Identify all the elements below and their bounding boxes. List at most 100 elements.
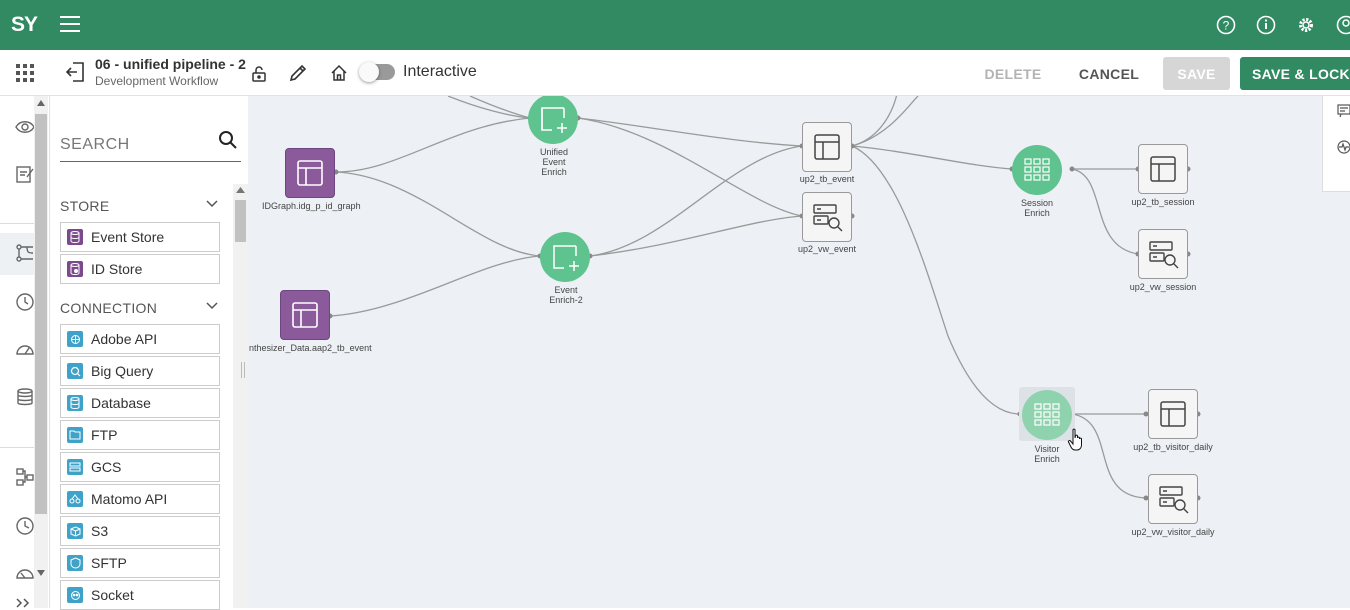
rail-scrollbar[interactable] xyxy=(34,96,48,608)
table-icon xyxy=(281,291,329,339)
idgraph-node[interactable] xyxy=(285,148,335,198)
item-label: Adobe API xyxy=(91,331,157,347)
scroll-down-arrow-icon[interactable] xyxy=(37,570,45,576)
hierarchy-icon[interactable] xyxy=(15,467,35,487)
connection-item-adobe-api[interactable]: Adobe API xyxy=(60,324,220,354)
item-label: FTP xyxy=(91,427,117,443)
expand-icon[interactable] xyxy=(16,598,32,608)
comments-icon[interactable] xyxy=(1337,104,1350,118)
up2-tb-session-node[interactable] xyxy=(1138,144,1188,194)
unlock-icon[interactable] xyxy=(251,65,267,82)
item-label: S3 xyxy=(91,523,108,539)
socket-icon xyxy=(67,587,83,603)
gcs-icon xyxy=(67,459,83,475)
up2-vw-event-node[interactable] xyxy=(802,192,852,242)
cancel-button[interactable]: CANCEL xyxy=(1071,57,1147,90)
history-icon[interactable] xyxy=(15,292,35,312)
right-side-panel-tab xyxy=(1322,96,1350,192)
label-line: Event xyxy=(546,285,586,295)
workflow-subtitle: Development Workflow xyxy=(95,74,218,88)
connection-item-database[interactable]: Database xyxy=(60,388,220,418)
visitor-enrich-node[interactable] xyxy=(1022,390,1072,440)
session-enrich-node[interactable] xyxy=(1012,145,1062,195)
ftp-icon xyxy=(67,427,83,443)
connection-section-title: CONNECTION xyxy=(60,300,157,316)
dashboard-icon[interactable] xyxy=(15,340,35,360)
item-label: Database xyxy=(91,395,151,411)
monitor-icon[interactable] xyxy=(15,564,35,584)
layers-icon[interactable] xyxy=(15,387,35,407)
app-logo[interactable]: SY xyxy=(11,13,37,37)
connection-item-matomo-api[interactable]: Matomo API xyxy=(60,484,220,514)
scroll-up-arrow-icon[interactable] xyxy=(236,187,245,193)
database-id-icon xyxy=(67,261,83,277)
up2-vw-session-node[interactable] xyxy=(1138,229,1188,279)
workflow-canvas[interactable]: IDGraph.idg_p_id_graph nthesizer_Data.aa… xyxy=(248,96,1350,608)
up2-tb-visitor-daily-node[interactable] xyxy=(1148,389,1198,439)
synthesizer-node[interactable] xyxy=(280,290,330,340)
connection-item-s3[interactable]: S3 xyxy=(60,516,220,546)
search-input[interactable] xyxy=(60,134,210,156)
settings-icon[interactable] xyxy=(1296,15,1316,35)
activity-icon[interactable] xyxy=(1337,140,1350,154)
store-item-event-store[interactable]: Event Store xyxy=(60,222,220,252)
up2-vw-visitor-daily-node[interactable] xyxy=(1148,474,1198,524)
view-search-icon xyxy=(1139,230,1187,278)
connection-item-gcs[interactable]: GCS xyxy=(60,452,220,482)
workflow-title: 06 - unified pipeline - 2 xyxy=(95,56,246,72)
help-icon[interactable]: ? xyxy=(1216,15,1236,35)
database-icon xyxy=(67,395,83,411)
item-label: SFTP xyxy=(91,555,127,571)
label-line: Unified xyxy=(534,147,574,157)
chevron-down-icon[interactable] xyxy=(206,200,218,208)
panel-resize-handle[interactable] xyxy=(241,362,245,378)
workflow-toolbar: 06 - unified pipeline - 2 Development Wo… xyxy=(0,50,1350,96)
connection-item-socket[interactable]: Socket xyxy=(60,580,220,610)
save-and-lock-button[interactable]: SAVE & LOCK xyxy=(1240,57,1350,90)
rail-divider xyxy=(0,447,34,448)
scroll-up-arrow-icon[interactable] xyxy=(37,100,45,106)
connection-section-header[interactable]: CONNECTION xyxy=(60,300,220,320)
store-section-header[interactable]: STORE xyxy=(60,198,220,218)
table-icon xyxy=(803,123,851,171)
connection-item-sftp[interactable]: SFTP xyxy=(60,548,220,578)
sftp-icon xyxy=(67,555,83,571)
label-line: Event xyxy=(534,157,574,167)
connection-item-big-query[interactable]: Big Query xyxy=(60,356,220,386)
up2-tb-event-label: up2_tb_event xyxy=(797,174,857,184)
view-icon[interactable] xyxy=(15,117,35,137)
connection-item-ftp[interactable]: FTP xyxy=(60,420,220,450)
interactive-label: Interactive xyxy=(403,63,477,81)
up2-vw-visitor-daily-label: up2_vw_visitor_daily xyxy=(1128,527,1218,537)
home-icon[interactable] xyxy=(330,64,348,82)
clock-icon[interactable] xyxy=(15,516,35,536)
s3-icon xyxy=(67,523,83,539)
search-icon[interactable] xyxy=(218,130,238,150)
info-icon[interactable] xyxy=(1256,15,1276,35)
delete-button[interactable]: DELETE xyxy=(977,57,1049,90)
top-bar: SY ? xyxy=(0,0,1350,50)
account-icon[interactable] xyxy=(1336,15,1350,35)
label-line: Enrich-2 xyxy=(546,295,586,305)
idgraph-node-label: IDGraph.idg_p_id_graph xyxy=(262,201,361,211)
back-icon[interactable] xyxy=(64,61,86,83)
menu-icon[interactable] xyxy=(60,16,80,34)
edit-icon[interactable] xyxy=(288,63,308,83)
pipeline-icon[interactable] xyxy=(15,243,35,263)
apps-grid-icon[interactable] xyxy=(16,64,34,82)
unified-event-enrich-node[interactable] xyxy=(528,96,578,144)
view-search-icon xyxy=(1149,475,1197,523)
left-rail xyxy=(0,96,50,608)
notes-icon[interactable] xyxy=(15,164,35,184)
label-line: Session xyxy=(1017,198,1057,208)
matomo-icon xyxy=(67,491,83,507)
enrich-add-icon xyxy=(528,96,578,144)
chevron-down-icon[interactable] xyxy=(206,302,218,310)
store-item-id-store[interactable]: ID Store xyxy=(60,254,220,284)
event-enrich-2-node[interactable] xyxy=(540,232,590,282)
interactive-toggle[interactable] xyxy=(361,64,395,80)
save-button[interactable]: SAVE xyxy=(1163,57,1230,90)
synthesizer-node-label: nthesizer_Data.aap2_tb_event xyxy=(249,343,372,353)
panel-scrollbar[interactable] xyxy=(233,184,248,608)
up2-tb-event-node[interactable] xyxy=(802,122,852,172)
